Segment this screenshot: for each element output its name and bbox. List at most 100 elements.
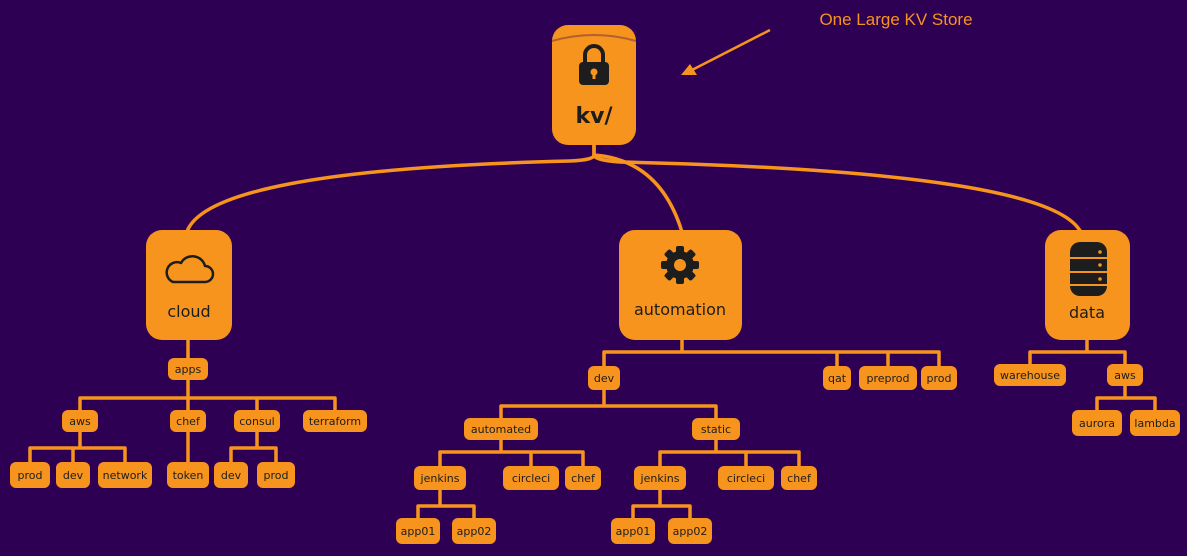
node-label: jenkins: [420, 472, 460, 485]
node-pill: [565, 466, 601, 490]
node-pill: [452, 518, 496, 544]
node-pill: [167, 462, 209, 488]
node-label: app02: [673, 525, 708, 538]
node-aws-prod: prod: [10, 462, 50, 488]
node-label: aurora: [1079, 417, 1115, 430]
node-data-aws: aws: [1107, 364, 1143, 386]
node-warehouse: warehouse: [994, 364, 1066, 386]
node-automated: automated: [464, 418, 538, 440]
node-pill: [303, 410, 367, 432]
node-consul: consul: [234, 410, 280, 432]
node-label: prod: [264, 469, 289, 482]
node-label: dev: [63, 469, 84, 482]
node-jenkins-s: jenkins: [634, 466, 686, 490]
node-label: apps: [175, 363, 202, 376]
node-label: lambda: [1134, 417, 1175, 430]
node-circleci-s: circleci: [718, 466, 774, 490]
node-pill: [611, 518, 655, 544]
node-pill: [588, 366, 620, 390]
tree-connectors: [28, 143, 1157, 520]
node-lambda: lambda: [1130, 410, 1180, 436]
node-network: network: [98, 462, 152, 488]
node-app01-a: app01: [396, 518, 440, 544]
node-pill: [396, 518, 440, 544]
node-kv: kv/: [551, 25, 637, 145]
node-label: aws: [1114, 369, 1136, 382]
node-circleci-a: circleci: [503, 466, 559, 490]
node-label: app01: [616, 525, 651, 538]
cloud-icon: [165, 254, 215, 284]
annotation-arrow: [681, 28, 771, 75]
node-label: circleci: [512, 472, 550, 485]
node-chef: chef: [170, 410, 206, 432]
node-chef-a: chef: [565, 466, 601, 490]
node-qat: qat: [823, 366, 851, 390]
node-label: warehouse: [1000, 369, 1060, 382]
node-pill: [62, 410, 98, 432]
lock-icon: [579, 44, 609, 85]
node-label: consul: [239, 415, 275, 428]
node-pill: [823, 366, 851, 390]
node-consul-prod: prod: [257, 462, 295, 488]
node-chef-s: chef: [781, 466, 817, 490]
node-pill: [718, 466, 774, 490]
node-data-label: data: [1069, 303, 1105, 322]
node-pill: [257, 462, 295, 488]
node-terraform: terraform: [303, 410, 367, 432]
node-label: chef: [176, 415, 201, 428]
node-label: preprod: [866, 372, 909, 385]
node-apps: apps: [168, 358, 208, 380]
node-label: network: [103, 469, 148, 482]
node-pill: [921, 366, 957, 390]
node-pill: [503, 466, 559, 490]
node-label: app02: [457, 525, 492, 538]
node-pill: [1072, 410, 1122, 436]
node-label: chef: [571, 472, 596, 485]
node-label: dev: [221, 469, 242, 482]
node-label: jenkins: [640, 472, 680, 485]
node-pill: [781, 466, 817, 490]
node-label: chef: [787, 472, 812, 485]
node-token: token: [167, 462, 209, 488]
node-label: dev: [594, 372, 615, 385]
node-pill: [668, 518, 712, 544]
node-static: static: [692, 418, 740, 440]
node-pill: [414, 466, 466, 490]
node-pill: [464, 418, 538, 440]
node-data: data: [1045, 230, 1130, 340]
gear-icon: [661, 246, 699, 284]
node-prod: prod: [921, 366, 957, 390]
node-label: static: [701, 423, 731, 436]
node-cloud: cloud: [146, 230, 232, 340]
node-pill: [634, 466, 686, 490]
node-label: token: [173, 469, 204, 482]
node-kv-label: kv/: [575, 104, 613, 129]
node-app01-s: app01: [611, 518, 655, 544]
node-aurora: aurora: [1072, 410, 1122, 436]
small-nodes: apps aws chef consul terraform prod dev network…: [10, 358, 1180, 544]
node-pill: [10, 462, 50, 488]
node-pill: [168, 358, 208, 380]
node-label: circleci: [727, 472, 765, 485]
node-pill: [859, 366, 917, 390]
node-label: terraform: [309, 415, 361, 428]
node-pill: [170, 410, 206, 432]
node-pill: [214, 462, 248, 488]
node-automation-label: automation: [634, 300, 726, 319]
node-pill: [692, 418, 740, 440]
node-label: prod: [18, 469, 43, 482]
node-app02-s: app02: [668, 518, 712, 544]
node-pill: [98, 462, 152, 488]
node-label: qat: [828, 372, 847, 385]
node-consul-dev: dev: [214, 462, 248, 488]
node-dev: dev: [588, 366, 620, 390]
node-jenkins-a: jenkins: [414, 466, 466, 490]
annotation-label: One Large KV Store: [819, 10, 972, 29]
node-pill: [994, 364, 1066, 386]
node-aws-dev: dev: [56, 462, 90, 488]
node-aws: aws: [62, 410, 98, 432]
node-app02-a: app02: [452, 518, 496, 544]
database-icon: [1070, 242, 1107, 296]
node-pill: [1130, 410, 1180, 436]
